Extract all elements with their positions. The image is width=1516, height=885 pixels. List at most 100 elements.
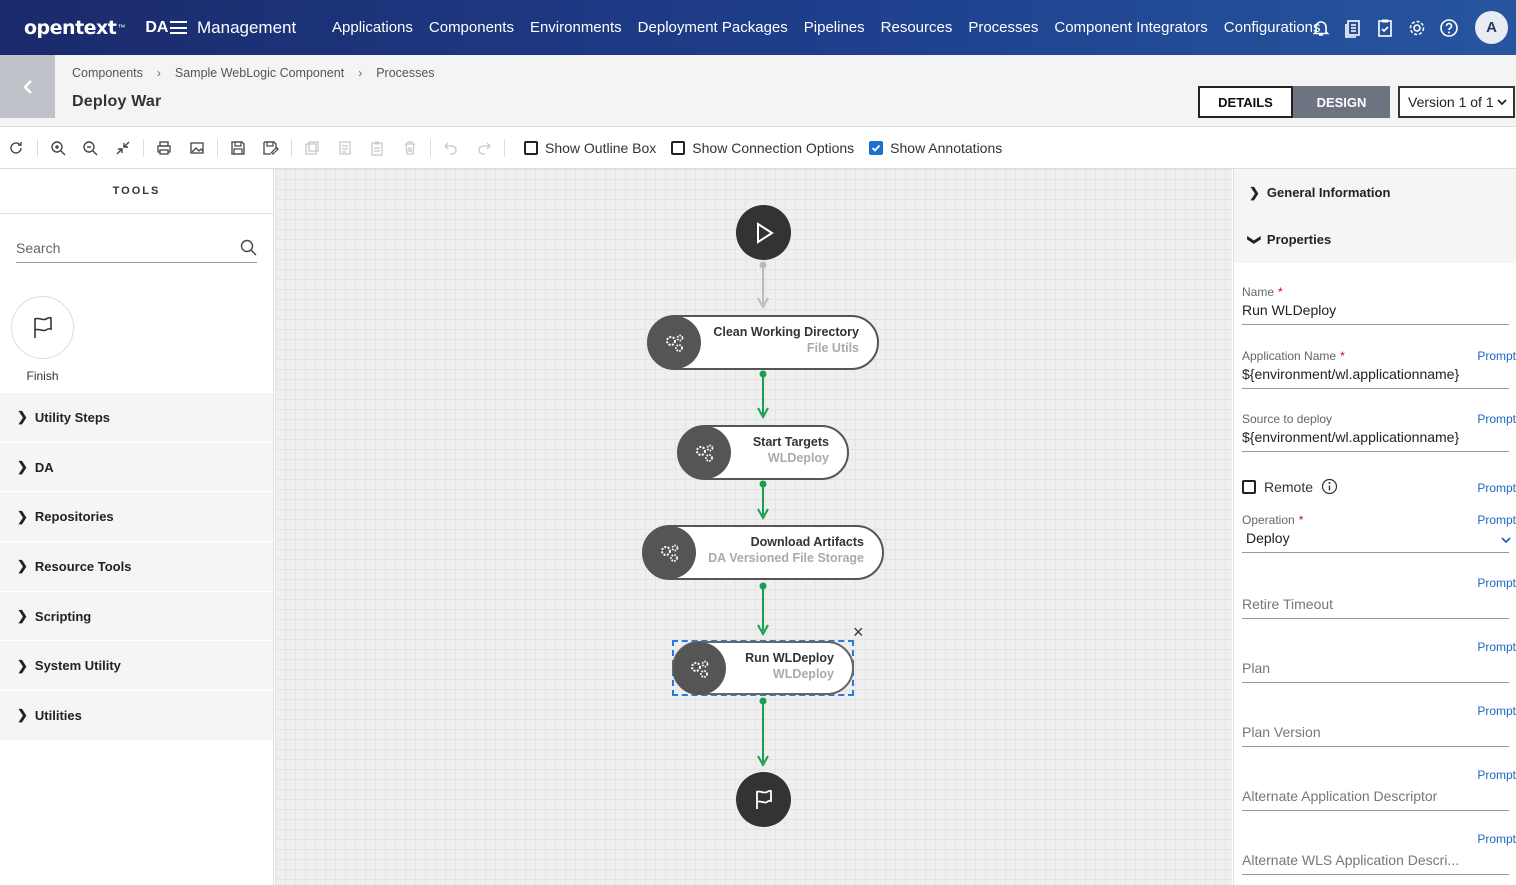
management-menu[interactable]: Management	[162, 18, 332, 38]
step-name: Download Artifacts	[750, 535, 864, 549]
show-connection-options-toggle[interactable]: Show Connection Options	[671, 140, 854, 156]
tools-search-input[interactable]: Search	[16, 233, 257, 263]
plan-version-prompt-link[interactable]: Prompt	[1477, 704, 1516, 718]
tab-design[interactable]: DESIGN	[1293, 86, 1390, 118]
operation-value: Deploy	[1246, 530, 1290, 546]
step-run-wldeploy[interactable]: Run WLDeploy WLDeploy	[672, 641, 854, 695]
retire-timeout-input[interactable]: Retire Timeout	[1242, 593, 1509, 619]
copy-icon[interactable]	[329, 136, 362, 160]
image-export-icon[interactable]	[181, 136, 214, 160]
finish-tool[interactable]: Finish	[11, 296, 74, 383]
nav-processes[interactable]: Processes	[968, 19, 1039, 36]
operation-select[interactable]: Deploy	[1242, 527, 1511, 553]
remote-prompt-link[interactable]: Prompt	[1477, 481, 1516, 495]
show-annotations-checkbox[interactable]	[869, 140, 884, 155]
source-to-deploy-input[interactable]: ${environment/wl.applicationname}	[1242, 426, 1509, 452]
plan-input[interactable]: Plan	[1242, 657, 1509, 683]
nav-deployment-packages[interactable]: Deployment Packages	[637, 19, 788, 36]
application-name-prompt-link[interactable]: Prompt	[1477, 349, 1516, 363]
connection-run-to-finish[interactable]	[757, 697, 769, 768]
nav-configurations[interactable]: Configurations	[1223, 19, 1321, 36]
view-tabs: DETAILS DESIGN	[1198, 86, 1390, 118]
chevron-right-icon: ❯	[17, 657, 28, 673]
brand[interactable]: opentext ™ DA	[0, 17, 168, 39]
avatar[interactable]: A	[1475, 11, 1508, 44]
alternate-wls-descriptor-input[interactable]: Alternate WLS Application Descri...	[1242, 849, 1509, 875]
nav-applications[interactable]: Applications	[332, 19, 413, 36]
gears-icon	[643, 526, 696, 579]
version-value: Version 1 of 1	[1408, 94, 1494, 110]
step-clean-working-directory[interactable]: Clean Working Directory File Utils	[647, 315, 879, 370]
retire-timeout-prompt-link[interactable]: Prompt	[1477, 576, 1516, 590]
delete-icon[interactable]	[394, 136, 427, 160]
nav-pipelines[interactable]: Pipelines	[803, 19, 865, 36]
redo-icon[interactable]	[468, 136, 501, 160]
category-system-utility[interactable]: ❯System Utility	[0, 641, 273, 692]
category-utilities[interactable]: ❯Utilities	[0, 691, 273, 741]
save-icon[interactable]	[222, 136, 255, 160]
print-icon[interactable]	[148, 136, 181, 160]
general-information-section[interactable]: ❯ General Information	[1234, 169, 1516, 216]
zoom-out-icon[interactable]	[74, 136, 107, 160]
category-resource-tools[interactable]: ❯Resource Tools	[0, 542, 273, 592]
remove-step-icon[interactable]: ×	[853, 622, 864, 642]
step-name: Run WLDeploy	[745, 651, 834, 665]
category-scripting[interactable]: ❯ Scripting	[0, 591, 273, 642]
connection-clean-to-start-targets[interactable]	[757, 370, 769, 420]
category-utility-steps[interactable]: ❯Utility Steps	[0, 393, 273, 443]
show-outline-box-checkbox[interactable]	[524, 140, 538, 155]
undo-icon[interactable]	[435, 136, 468, 160]
finish-node[interactable]	[736, 772, 791, 827]
tools-title: TOOLS	[0, 169, 273, 214]
clipboard-check-icon[interactable]	[1373, 16, 1396, 39]
chevron-right-icon: ❯	[17, 608, 28, 624]
process-canvas[interactable]: Clean Working Directory File Utils Start…	[275, 169, 1232, 885]
show-outline-box-toggle[interactable]: Show Outline Box	[524, 140, 656, 156]
nav-resources[interactable]: Resources	[880, 19, 953, 36]
source-to-deploy-prompt-link[interactable]: Prompt	[1477, 412, 1516, 426]
show-annotations-toggle[interactable]: Show Annotations	[869, 140, 1002, 156]
breadcrumb-component[interactable]: Sample WebLogic Component	[174, 66, 345, 80]
duplicate-icon[interactable]	[296, 136, 329, 160]
operation-prompt-link[interactable]: Prompt	[1477, 513, 1516, 527]
remote-checkbox[interactable]	[1242, 479, 1256, 494]
plan-prompt-link[interactable]: Prompt	[1477, 640, 1516, 654]
fit-to-screen-icon[interactable]	[107, 136, 140, 160]
category-repositories[interactable]: ❯Repositories	[0, 492, 273, 543]
refresh-icon[interactable]	[0, 136, 33, 160]
name-input[interactable]: Run WLDeploy	[1242, 299, 1509, 325]
breadcrumb-processes[interactable]: Processes	[376, 66, 435, 80]
connection-download-to-run[interactable]	[757, 582, 769, 637]
help-icon[interactable]	[1437, 16, 1460, 39]
alternate-wls-descriptor-prompt-link[interactable]: Prompt	[1477, 832, 1516, 846]
zoom-in-icon[interactable]	[42, 136, 75, 160]
category-da[interactable]: ❯DA	[0, 442, 273, 493]
save-as-icon[interactable]	[255, 136, 288, 160]
connection-start-to-clean[interactable]	[757, 261, 769, 310]
nav-components[interactable]: Components	[428, 19, 514, 36]
back-button[interactable]	[0, 55, 55, 118]
alternate-application-descriptor-prompt-link[interactable]: Prompt	[1477, 768, 1516, 782]
application-name-input[interactable]: ${environment/wl.applicationname}	[1242, 363, 1509, 389]
settings-gear-icon[interactable]	[1405, 16, 1428, 39]
show-connection-options-checkbox[interactable]	[671, 140, 686, 155]
bell-icon[interactable]	[1309, 16, 1332, 39]
start-node[interactable]	[736, 205, 791, 260]
step-download-artifacts[interactable]: Download Artifacts DA Versioned File Sto…	[642, 525, 884, 580]
breadcrumb-components[interactable]: Components	[72, 66, 143, 80]
category-label: Utility Steps	[34, 409, 111, 425]
nav-environments[interactable]: Environments	[529, 19, 622, 36]
top-navigation-bar: opentext ™ DA Management Applications Co…	[0, 0, 1516, 55]
plan-version-input[interactable]: Plan Version	[1242, 721, 1509, 747]
paste-icon[interactable]	[361, 136, 394, 160]
category-label: Scripting	[34, 608, 92, 624]
tab-details[interactable]: DETAILS	[1198, 86, 1293, 118]
alternate-application-descriptor-input[interactable]: Alternate Application Descriptor	[1242, 785, 1509, 811]
step-plugin: DA Versioned File Storage	[708, 551, 864, 565]
version-select[interactable]: Version 1 of 1	[1398, 86, 1515, 118]
documents-icon[interactable]	[1341, 16, 1364, 39]
connection-start-targets-to-download[interactable]	[757, 480, 769, 521]
properties-section[interactable]: ❯ Properties	[1234, 216, 1516, 263]
step-start-targets[interactable]: Start Targets WLDeploy	[677, 425, 849, 480]
nav-component-integrators[interactable]: Component Integrators	[1054, 19, 1208, 36]
